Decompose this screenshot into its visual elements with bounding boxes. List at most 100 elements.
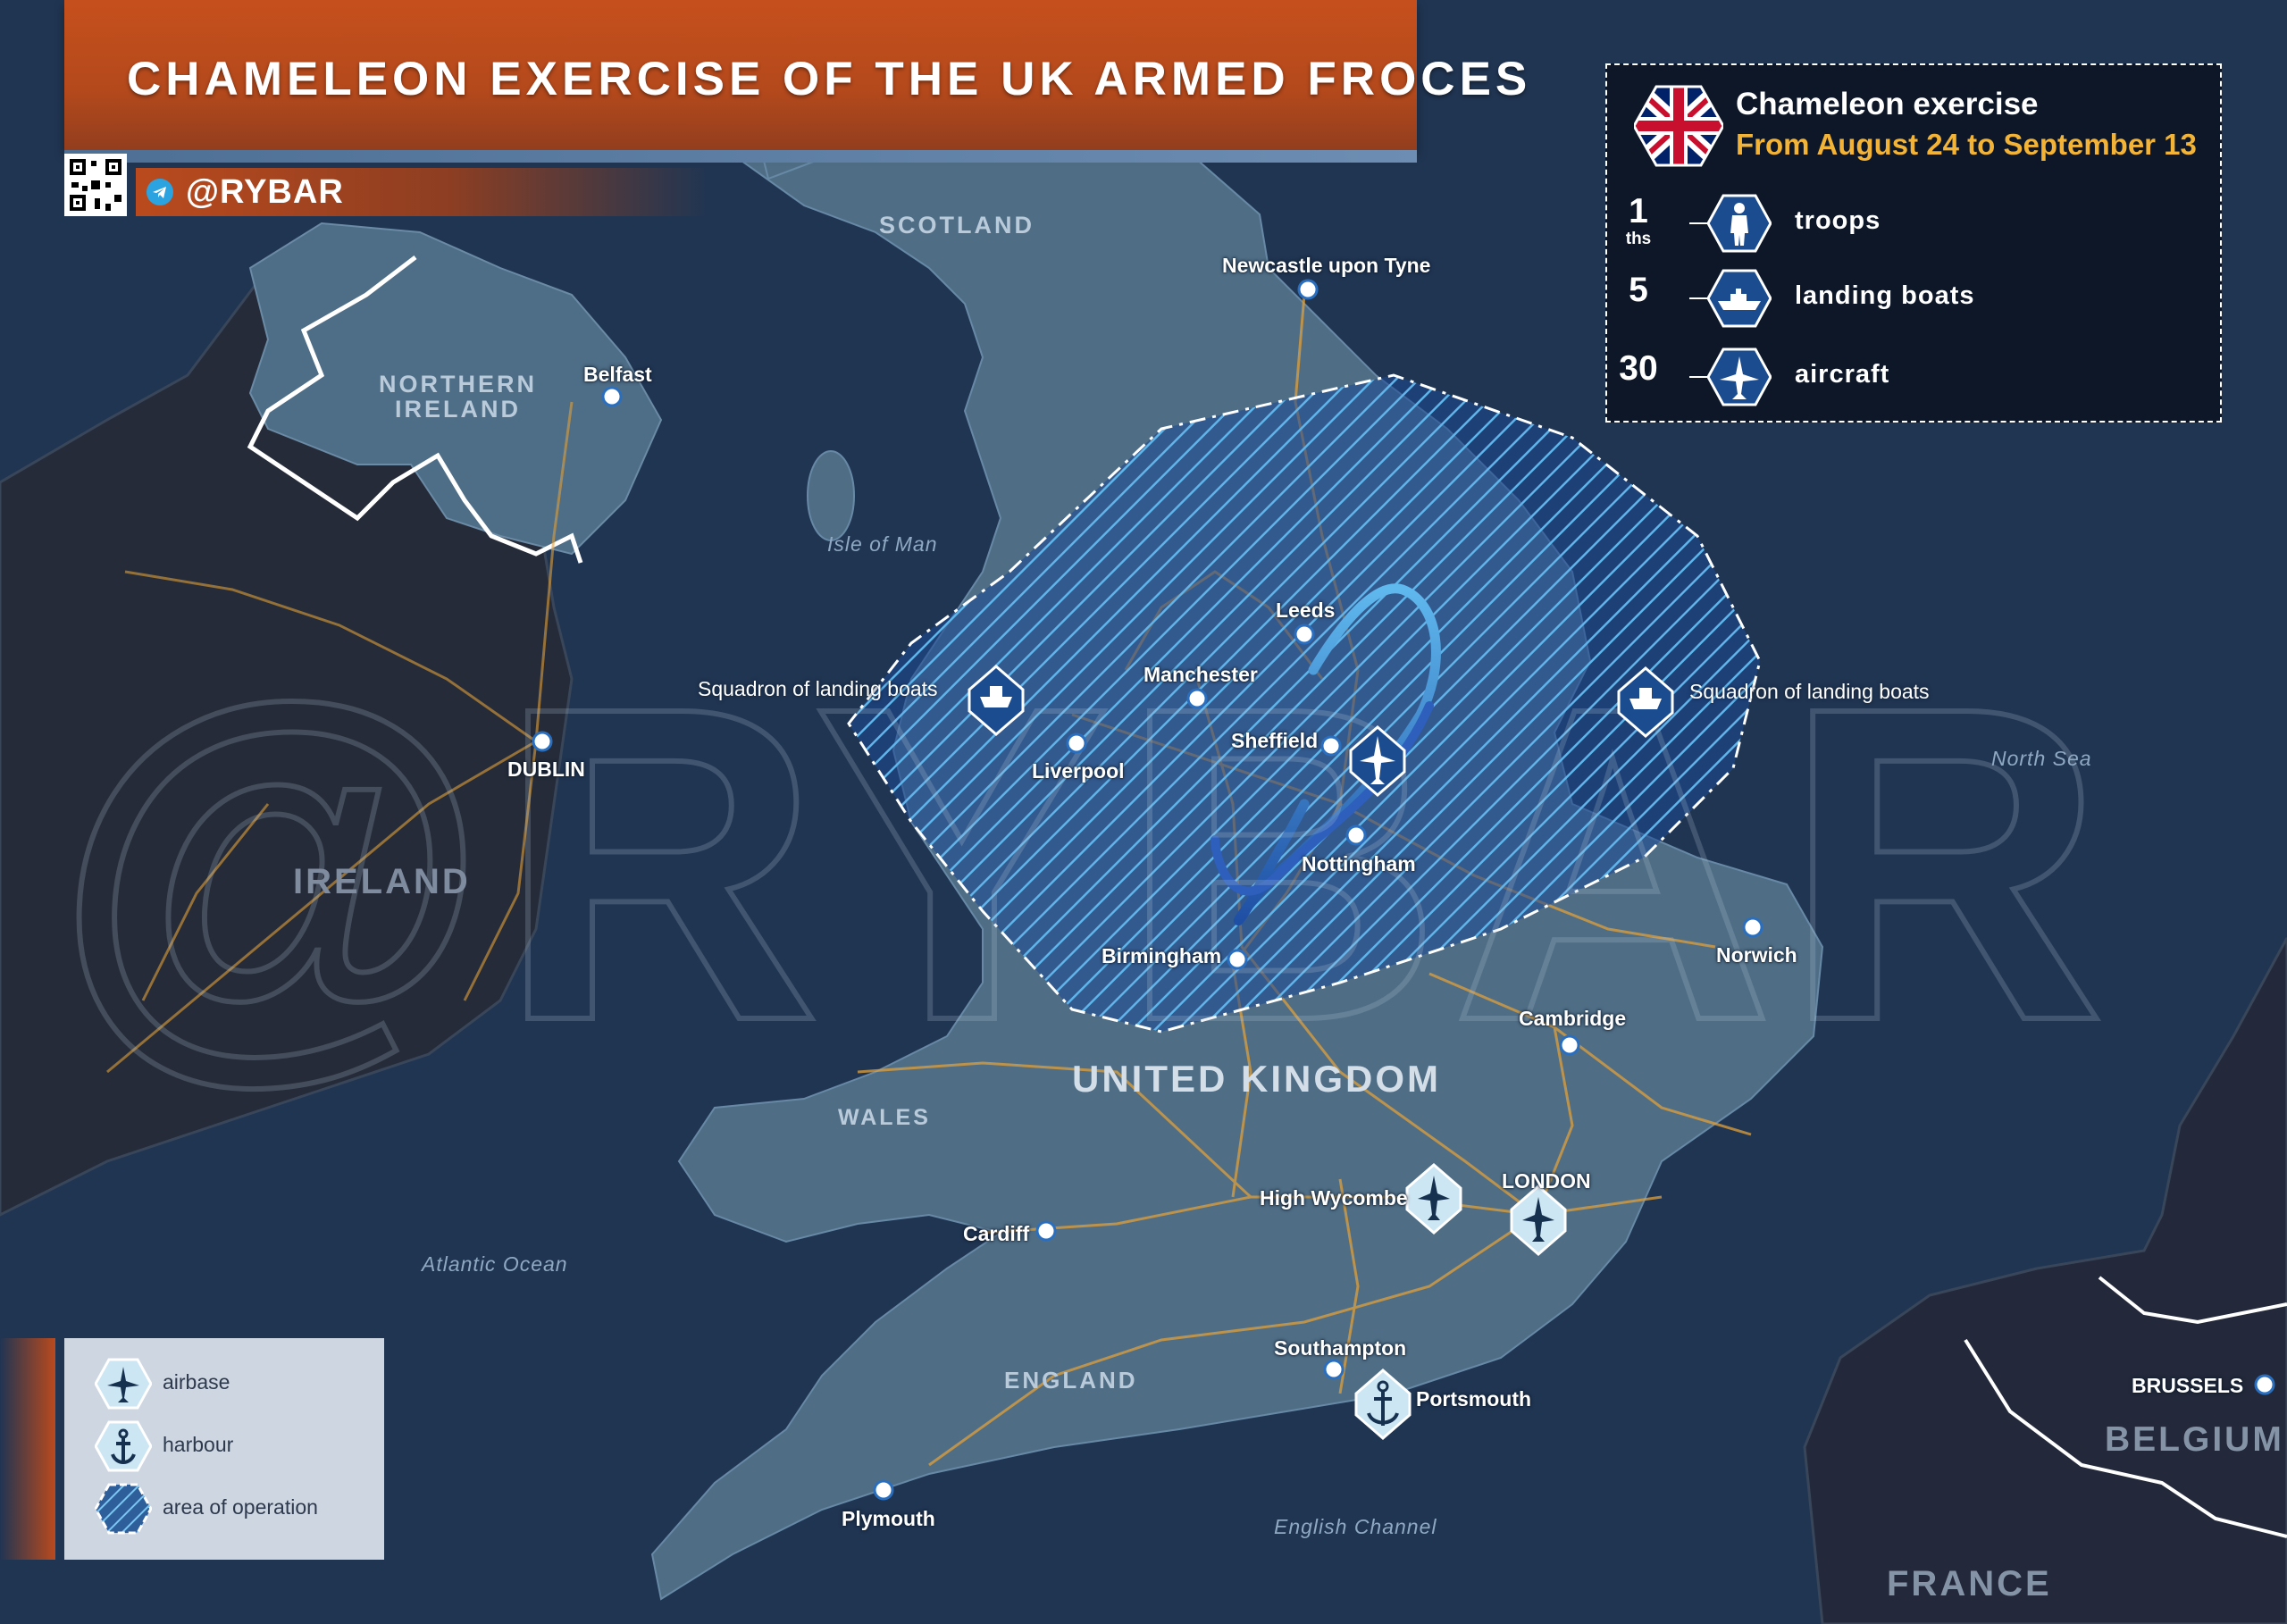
- region-france: FRANCE: [1887, 1564, 2052, 1603]
- region-wales: WALES: [838, 1105, 931, 1130]
- ship-marker-west: [968, 665, 1025, 736]
- label-atlantic-ocean: Atlantic Ocean: [422, 1252, 568, 1276]
- label-leeds: Leeds: [1276, 599, 1336, 622]
- stat-troops-unit: ths: [1625, 230, 1652, 248]
- pin-dublin: [532, 731, 553, 752]
- label-manchester: Manchester: [1144, 663, 1258, 686]
- legend-label-area: area of operation: [163, 1495, 318, 1519]
- watermark: @RYBAR: [54, 614, 2115, 1113]
- pin-brussels: [2254, 1374, 2275, 1395]
- region-england: ENGLAND: [1004, 1367, 1138, 1394]
- pin-liverpool: [1066, 732, 1087, 754]
- brand-bar: @RYBAR: [136, 168, 708, 216]
- flight-loop: [1233, 583, 1441, 926]
- qr-code-icon: [64, 154, 127, 216]
- stat-aircraft-value: 30: [1619, 349, 1658, 388]
- pin-norwich: [1742, 917, 1763, 938]
- label-high-wycombe: High Wycombe: [1260, 1186, 1408, 1210]
- label-dublin: DUBLIN: [507, 758, 585, 781]
- pin-nottingham: [1345, 825, 1367, 846]
- label-sheffield: Sheffield: [1231, 729, 1319, 752]
- label-liverpool: Liverpool: [1032, 759, 1125, 783]
- pin-leeds: [1294, 624, 1315, 645]
- region-ireland: IRELAND: [293, 862, 471, 901]
- label-english-channel: English Channel: [1274, 1515, 1437, 1538]
- label-southampton: Southampton: [1274, 1336, 1407, 1360]
- region-scotland: SCOTLAND: [879, 212, 1035, 239]
- label-squadron-west: Squadron of landing boats: [698, 677, 938, 700]
- airplane-icon: [1707, 347, 1772, 406]
- legend-item-area: area of operation: [95, 1483, 381, 1535]
- banner-strip: [64, 150, 1417, 163]
- label-norwich: Norwich: [1716, 943, 1797, 967]
- hatch-icon: [95, 1483, 152, 1535]
- pin-newcastle: [1297, 279, 1319, 300]
- region-northern-ireland: NORTHERN IRELAND: [379, 371, 537, 423]
- stat-connector: [1689, 376, 1707, 378]
- label-nottingham: Nottingham: [1302, 852, 1416, 875]
- label-newcastle: Newcastle upon Tyne: [1222, 254, 1431, 277]
- legend-item-harbour: harbour: [95, 1420, 381, 1472]
- stat-connector: [1689, 222, 1707, 224]
- region-united-kingdom: UNITED KINGDOM: [1072, 1058, 1441, 1100]
- stat-boats-label: landing boats: [1795, 281, 1975, 310]
- pin-cambridge: [1559, 1034, 1580, 1056]
- area-of-operation: [847, 373, 1762, 1034]
- info-dates: From August 24 to September 13: [1736, 128, 2197, 161]
- stat-troops-label: troops: [1795, 206, 1881, 235]
- pin-sheffield: [1320, 735, 1342, 757]
- stat-troops-value: 1: [1629, 192, 1648, 230]
- label-brussels: BRUSSELS: [2132, 1374, 2244, 1397]
- info-panel: Chameleon exercise From August 24 to Sep…: [1605, 63, 2222, 423]
- stat-boats-value: 5: [1629, 271, 1648, 309]
- isle-of-man-landmass: [807, 450, 855, 541]
- ship-icon: [1707, 269, 1772, 328]
- airbase-marker-london: [1510, 1185, 1567, 1256]
- label-cardiff: Cardiff: [963, 1222, 1030, 1245]
- legend-item-airbase: airbase: [95, 1358, 381, 1410]
- airplane-icon: [95, 1358, 152, 1410]
- pin-cardiff: [1035, 1220, 1057, 1242]
- legend-label-harbour: harbour: [163, 1433, 234, 1456]
- label-isle-of-man: Isle of Man: [827, 532, 938, 556]
- pin-manchester: [1186, 688, 1208, 709]
- ship-marker-east: [1617, 666, 1674, 738]
- label-london: LONDON: [1502, 1169, 1591, 1193]
- pin-belfast: [601, 386, 623, 407]
- telegram-icon: [147, 179, 173, 205]
- info-title: Chameleon exercise: [1736, 87, 2039, 121]
- ireland-roads: [106, 401, 574, 1074]
- brand-handle: @RYBAR: [186, 173, 344, 211]
- stat-aircraft-label: aircraft: [1795, 360, 1890, 389]
- airplane-marker-sheffield: [1349, 725, 1406, 797]
- pin-southampton: [1323, 1359, 1345, 1380]
- pin-plymouth: [873, 1479, 894, 1501]
- label-plymouth: Plymouth: [842, 1507, 935, 1530]
- soldier-icon: [1707, 194, 1772, 253]
- stat-connector: [1689, 297, 1707, 299]
- anchor-icon: [95, 1420, 152, 1472]
- label-belfast: Belfast: [583, 363, 652, 386]
- label-squadron-east: Squadron of landing boats: [1689, 680, 1930, 703]
- city-pins: [532, 279, 2275, 1501]
- airbase-marker-high-wycombe: [1405, 1163, 1462, 1235]
- legend-accent: [0, 1338, 55, 1560]
- label-portsmouth: Portsmouth: [1416, 1387, 1532, 1411]
- northern-ireland-landmass: [248, 222, 663, 556]
- page-title: CHAMELEON EXERCISE OF THE UK ARMED FROCE…: [127, 53, 1532, 105]
- label-north-sea: North Sea: [1991, 747, 2092, 770]
- belgium-border: [2098, 1276, 2287, 1325]
- ni-border: [247, 255, 583, 564]
- region-belgium: BELGIUM: [2105, 1420, 2284, 1459]
- label-birmingham: Birmingham: [1102, 944, 1222, 967]
- title-banner: CHAMELEON EXERCISE OF THE UK ARMED FROCE…: [64, 0, 1527, 150]
- label-cambridge: Cambridge: [1519, 1007, 1627, 1030]
- harbour-marker-portsmouth: [1354, 1369, 1412, 1440]
- pin-birmingham: [1227, 949, 1248, 970]
- uk-flag-icon: [1634, 85, 1723, 167]
- legend-label-airbase: airbase: [163, 1370, 230, 1394]
- continent-landmass: [1803, 937, 2287, 1624]
- france-border: [1964, 1338, 2287, 1538]
- legend: airbase harbour area of operation: [64, 1338, 384, 1560]
